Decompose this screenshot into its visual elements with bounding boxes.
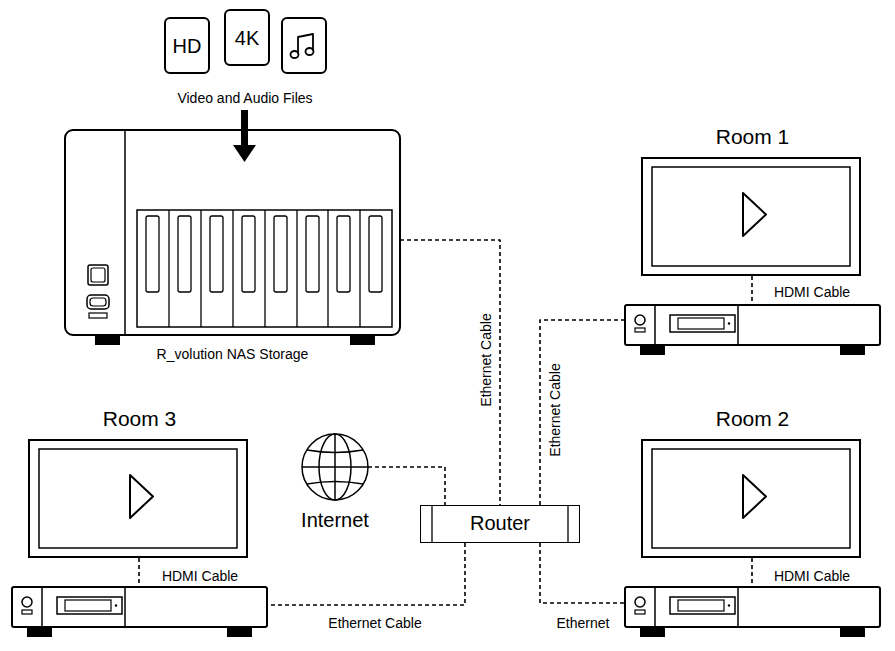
arrow-shaft xyxy=(241,110,248,146)
tray-handle xyxy=(210,216,223,292)
drive-trays xyxy=(146,210,382,327)
tray-handle xyxy=(274,216,287,292)
node-text: Room 1 xyxy=(625,125,880,149)
file-type: HD xyxy=(173,35,202,57)
cable-label: Ethernet xyxy=(557,615,610,631)
nas-body xyxy=(65,130,400,335)
tray-divider xyxy=(359,210,360,327)
tray-divider xyxy=(168,210,169,327)
nas-port xyxy=(89,313,107,318)
file-type: 4K xyxy=(235,27,259,49)
nas-port xyxy=(90,298,106,306)
room-unit: Room 3 xyxy=(12,402,267,639)
music-note-head xyxy=(291,51,299,58)
tray-divider xyxy=(232,210,233,327)
ethernet-cable xyxy=(400,240,500,505)
node-text: Room 2 xyxy=(625,407,880,431)
room-equipment xyxy=(625,158,880,355)
router-box: Router xyxy=(420,505,580,543)
drive-bay xyxy=(137,210,392,327)
globe-parallel xyxy=(302,466,368,468)
tray-handle xyxy=(178,216,191,292)
nas-foot xyxy=(95,335,120,345)
room-unit: Room 2 xyxy=(625,402,880,639)
router-panel xyxy=(431,506,432,542)
ethernet-cable xyxy=(540,320,625,505)
tray-divider xyxy=(296,210,297,327)
cable-label: HDMI Cable xyxy=(774,284,850,300)
router-panel xyxy=(567,506,568,542)
nas-divider xyxy=(124,131,126,334)
tray-handle xyxy=(337,216,350,292)
music-note-head xyxy=(306,48,314,55)
tray-divider xyxy=(264,210,265,327)
nas-button xyxy=(91,268,105,282)
cable-label: Ethernet Cable xyxy=(547,363,563,456)
tray-handle xyxy=(242,216,255,292)
node-text: Internet xyxy=(272,509,398,531)
cable-label: Ethernet Cable xyxy=(478,313,494,406)
globe-outline xyxy=(302,434,368,500)
tray-handle xyxy=(369,216,382,292)
arrow-head xyxy=(233,145,256,162)
globe-symbol xyxy=(302,434,368,500)
tray-handle xyxy=(146,216,159,292)
cable-label: HDMI Cable xyxy=(774,568,850,584)
node-text: Router xyxy=(421,506,579,541)
tray-divider xyxy=(327,210,328,327)
ethernet-cable xyxy=(368,467,445,505)
tray-handle xyxy=(306,216,319,292)
cable-label: Ethernet Cable xyxy=(328,615,421,631)
tray-divider xyxy=(200,210,201,327)
ethernet-cable xyxy=(540,543,625,603)
globe-parallel xyxy=(307,450,363,453)
file-icon xyxy=(165,18,209,73)
file-icon xyxy=(282,18,326,73)
nas-port xyxy=(87,295,109,309)
room-equipment xyxy=(12,440,267,637)
nas-foot xyxy=(350,335,375,345)
caption-text: Video and Audio Files xyxy=(177,90,312,106)
room-equipment xyxy=(625,440,880,637)
file-icon xyxy=(225,10,269,65)
internet-cloud: Internet xyxy=(302,432,368,532)
room-unit: Room 1 xyxy=(625,120,880,357)
ethernet-cable xyxy=(267,543,465,605)
music-note xyxy=(298,34,313,54)
node-text: R_volution NAS Storage xyxy=(45,346,420,362)
node-text: Room 3 xyxy=(12,407,267,431)
nas-storage: R_volution NAS Storage xyxy=(65,130,400,362)
nas-button xyxy=(88,265,108,285)
globe-parallel xyxy=(307,482,363,485)
cable-label: HDMI Cable xyxy=(162,568,238,584)
